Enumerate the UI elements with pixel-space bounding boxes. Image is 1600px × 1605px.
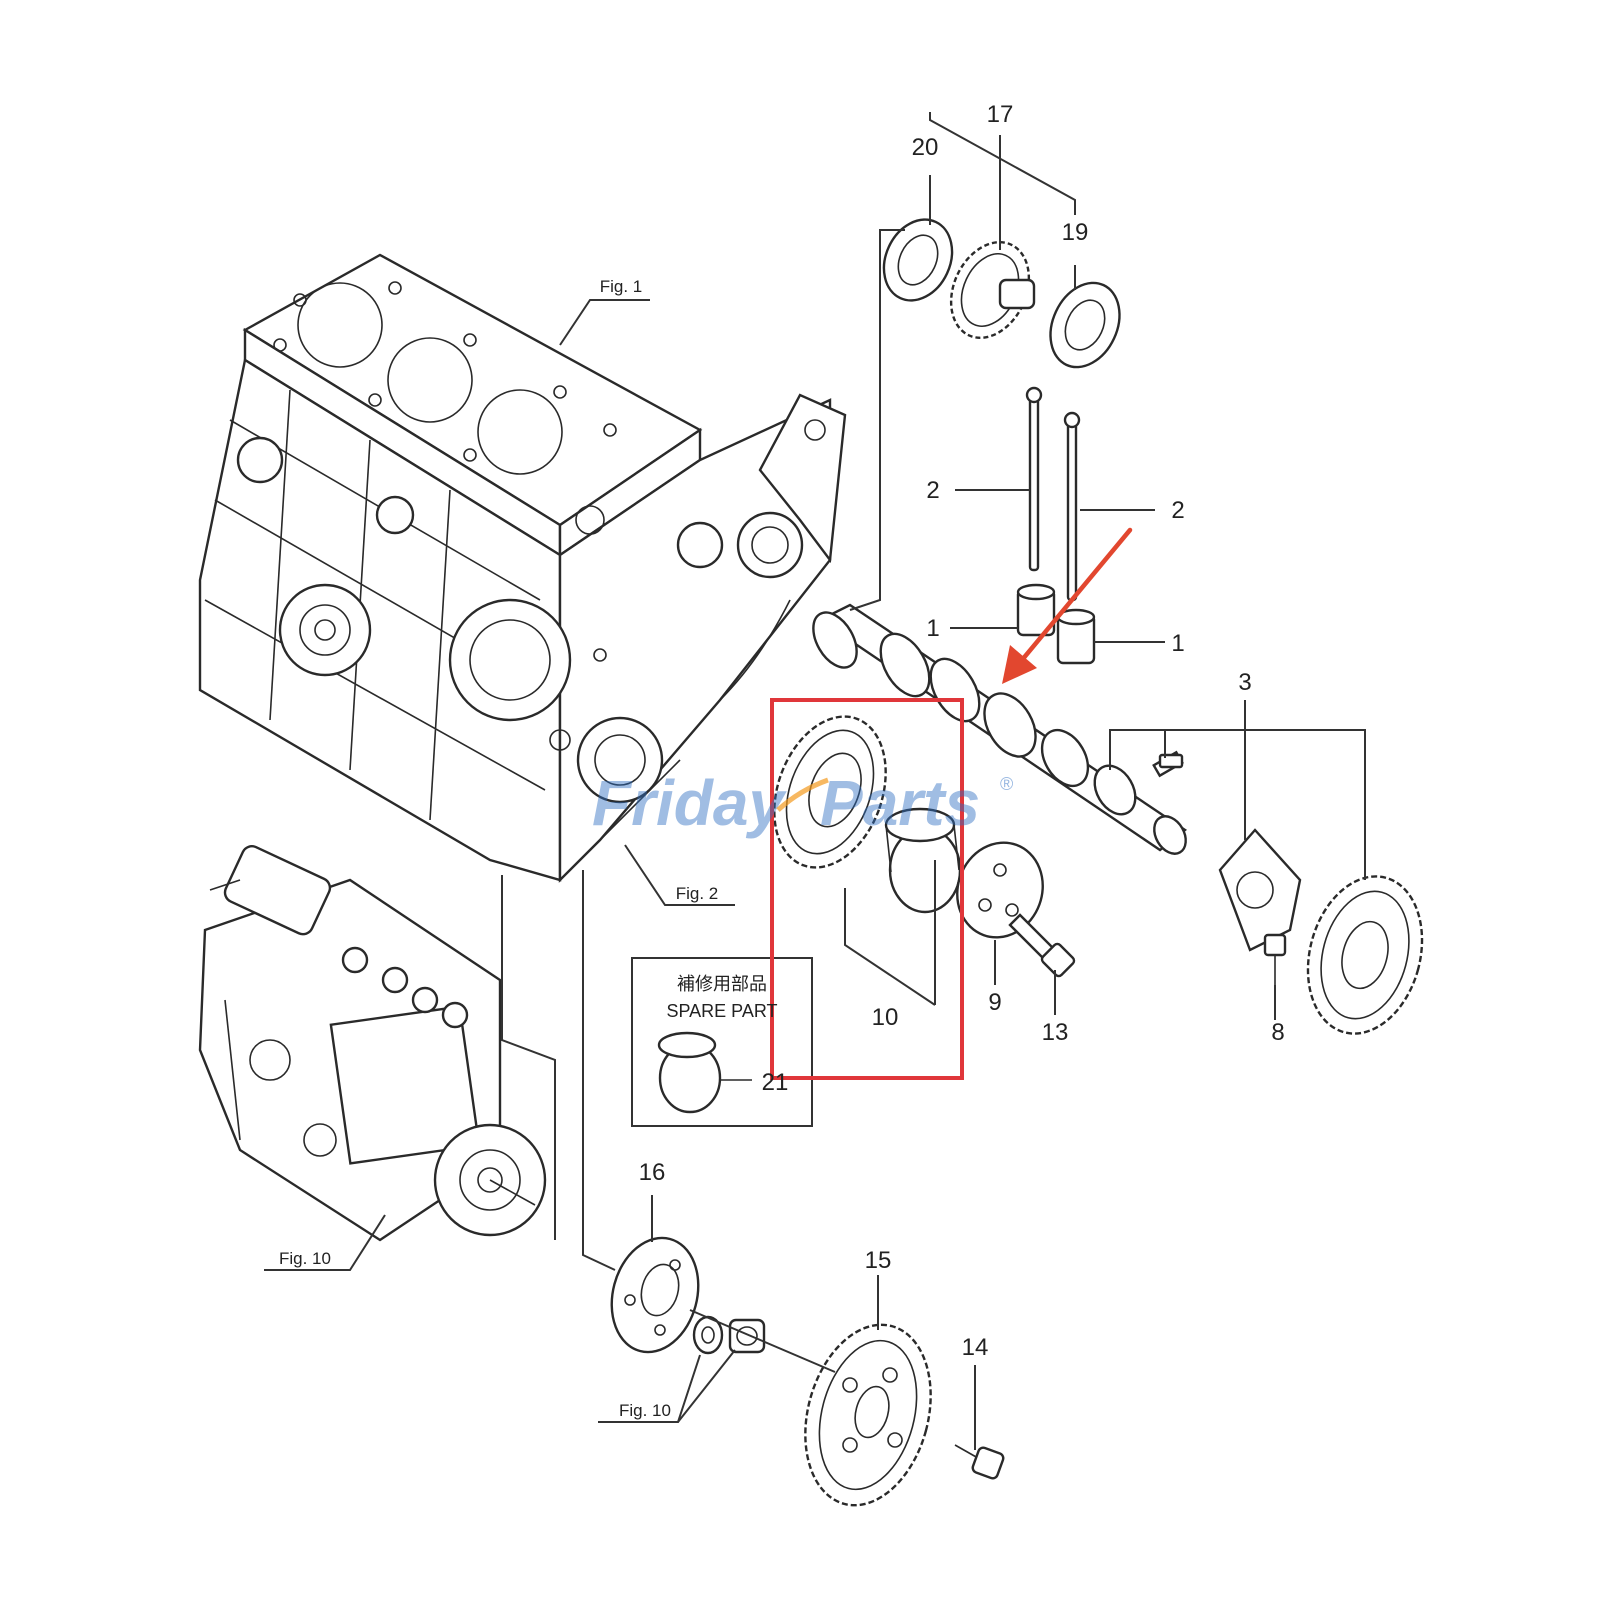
callout-3: 3 (1238, 669, 1251, 696)
pump-drive-gear-15 (804, 1323, 932, 1507)
callout-13: 13 (1042, 1019, 1069, 1046)
watermark-brand-right: Parts (820, 767, 980, 839)
callout-15: 15 (865, 1247, 892, 1274)
spare-parts-title-jp: 補修用部品 (677, 974, 767, 994)
camshaft (812, 603, 1188, 855)
arrow-pointing-down-left-icon (1002, 527, 1133, 684)
callout-17: 17 (987, 101, 1014, 128)
cam-gear-assembly (773, 715, 962, 914)
callout-labels: 17 20 19 2 2 1 1 3 10 9 13 8 21 16 15 14 (639, 101, 1285, 1361)
fig-ref-10-pump: Fig. 10 (279, 1249, 331, 1268)
callout-2-left: 2 (926, 477, 939, 504)
pump-drive-flange (610, 1236, 700, 1354)
spare-parts-title-en: SPARE PART (666, 1001, 777, 1021)
callout-14: 14 (962, 1334, 989, 1361)
callout-2-right: 2 (1171, 497, 1184, 524)
callout-19: 19 (1062, 219, 1089, 246)
callout-16: 16 (639, 1159, 666, 1186)
washer-and-nut (692, 1315, 766, 1355)
fig-ref-1: Fig. 1 (600, 277, 643, 296)
watermark-registered-mark: ® (1000, 774, 1013, 794)
callout-8: 8 (1271, 1019, 1284, 1046)
spare-parts-box (631, 957, 813, 1127)
bolt-13 (1008, 913, 1076, 978)
watermark-swoosh-icon (776, 777, 829, 812)
plate-3 (1218, 828, 1302, 952)
callout-9: 9 (988, 989, 1001, 1016)
idler-gear-right (1306, 875, 1424, 1035)
idler-gear-group (882, 218, 1121, 369)
push-rods-and-tappets (1016, 386, 1096, 665)
figure-references: Fig. 1 Fig. 2 Fig. 10 Fig. 10 (279, 277, 718, 1420)
key (1158, 753, 1184, 769)
bolt-14 (954, 1444, 1005, 1480)
leader-lines (264, 112, 1366, 1450)
callout-1-left: 1 (926, 615, 939, 642)
watermark: Friday Parts ® (592, 767, 1013, 839)
bolt-8 (1263, 933, 1287, 985)
fuel-injection-pump (198, 845, 547, 1242)
callout-21: 21 (762, 1069, 789, 1096)
fig-ref-10-bottom: Fig. 10 (619, 1401, 671, 1420)
callout-20: 20 (912, 134, 939, 161)
callout-1-right: 1 (1171, 630, 1184, 657)
engine-block (198, 253, 847, 883)
highlight-box (770, 698, 964, 1080)
watermark-brand-left: Friday (592, 767, 787, 839)
callout-10: 10 (872, 1004, 899, 1031)
fig-ref-2: Fig. 2 (676, 884, 719, 903)
